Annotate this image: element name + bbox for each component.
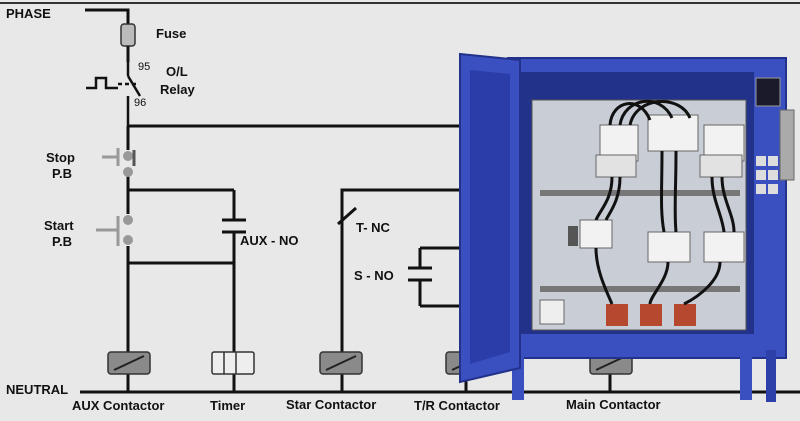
coil-label-tr: T/R Contactor [414, 398, 500, 413]
coil-label-aux: AUX Contactor [72, 398, 164, 413]
coil-label-main: Main Contactor [566, 397, 661, 412]
neutral-label: NEUTRAL [6, 382, 68, 397]
start-pb-label-2: P.B [52, 234, 72, 249]
phase-label: PHASE [6, 6, 51, 21]
aux-no-label: AUX - NO [240, 233, 299, 248]
terminal-95: 95 [138, 61, 150, 73]
start-push-button-icon [96, 215, 133, 246]
fuse-icon [120, 23, 136, 62]
stop-push-button-icon [102, 148, 136, 177]
coil-label-timer: Timer [210, 398, 245, 413]
ol-relay-label-2: Relay [160, 82, 195, 97]
terminal-96: 96 [134, 97, 146, 109]
aux-no-contact-icon [222, 218, 246, 234]
coil-icon-star [319, 351, 363, 375]
stop-pb-label-1: Stop [46, 150, 75, 165]
timer-nc-contact-icon [337, 198, 357, 226]
control-panel-image [459, 52, 795, 402]
timer-nc-label: T- NC [356, 220, 391, 235]
start-pb-label-1: Start [44, 218, 74, 233]
star-no-contact-icon [408, 266, 432, 282]
coil-icon-timer [211, 351, 255, 375]
coil-label-star: Star Contactor [286, 397, 376, 412]
overload-relay-icon [86, 62, 142, 126]
fuse-label: Fuse [156, 26, 186, 41]
control-wiring [80, 124, 800, 394]
star-no-label: S - NO [354, 268, 394, 283]
stop-pb-label-2: P.B [52, 166, 72, 181]
ol-relay-label-1: O/L [166, 64, 188, 79]
coil-icon-aux [107, 351, 151, 375]
phase-rail [0, 2, 800, 24]
